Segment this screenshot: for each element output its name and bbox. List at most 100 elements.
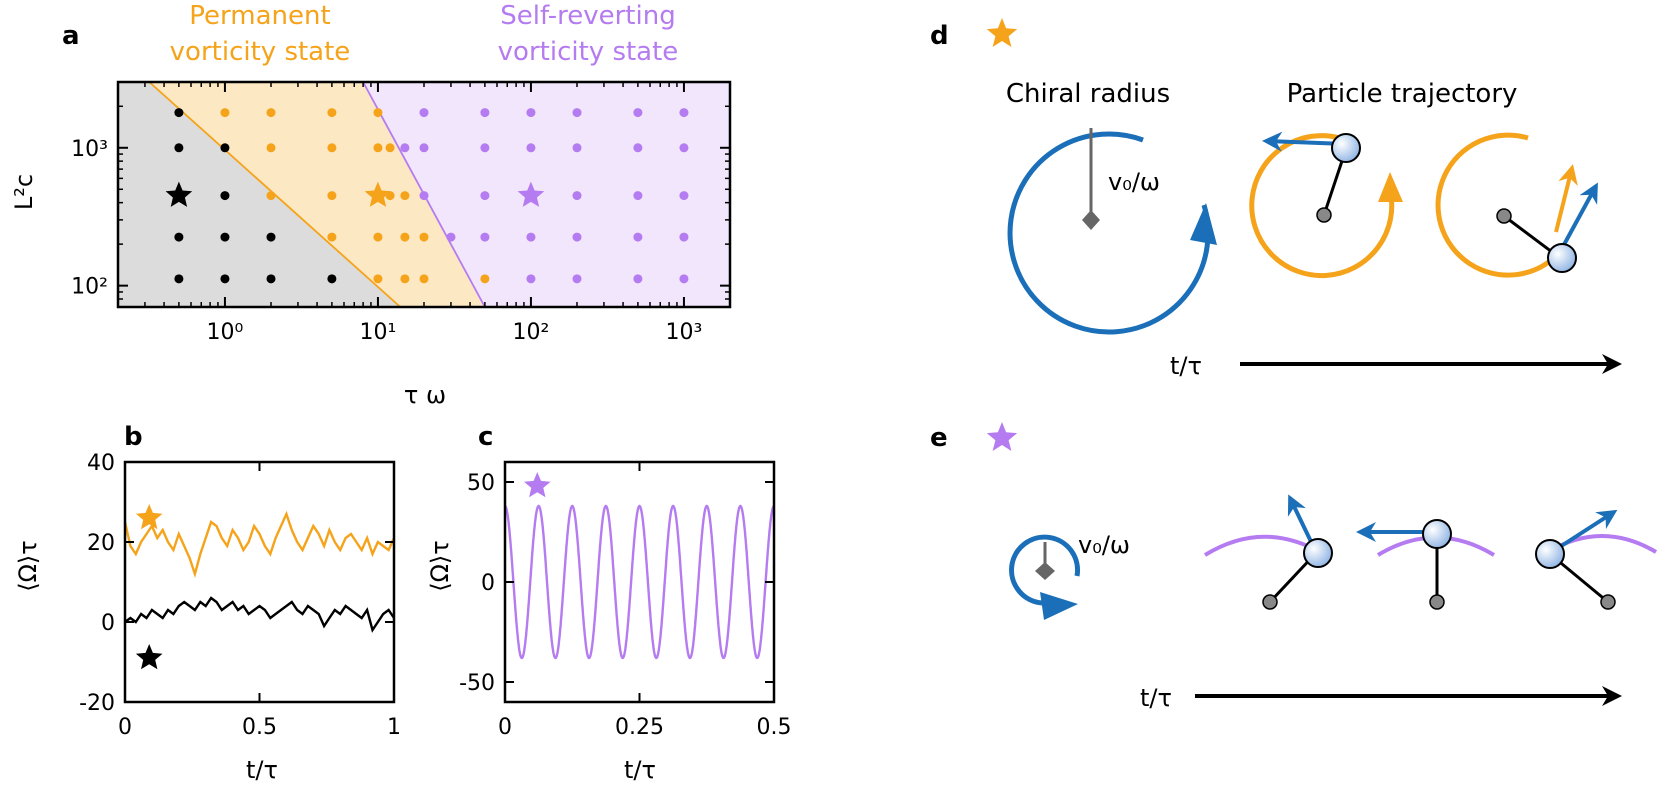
data-point-orange — [373, 274, 383, 284]
data-point-orange — [266, 191, 276, 201]
data-point-orange — [327, 191, 337, 201]
data-point-black — [174, 274, 184, 284]
radius-label-d: v₀/ω — [1108, 168, 1160, 196]
data-point-orange — [373, 232, 383, 242]
data-point-purple — [679, 232, 689, 242]
data-point-purple — [480, 143, 490, 153]
data-point-purple — [419, 143, 429, 153]
velocity-arrow-e-3 — [1550, 509, 1618, 554]
permanent-state-label-1: Permanent — [189, 1, 330, 31]
panel-b-x-tick-label: 0.5 — [242, 715, 277, 740]
data-point-purple — [633, 232, 643, 242]
selfrev-state-label-1: Self-reverting — [500, 1, 675, 31]
panel-c-x-tick-label: 0.25 — [615, 715, 664, 740]
panel-label-e: e — [930, 423, 948, 453]
data-point-black — [220, 143, 230, 153]
panel-b-star-black-icon — [135, 644, 163, 670]
anchor-e-1 — [1262, 594, 1278, 610]
data-point-purple — [572, 108, 582, 118]
data-point-purple — [480, 108, 490, 118]
data-point-purple — [633, 191, 643, 201]
y-tick-label: 10³ — [71, 137, 108, 162]
data-point-black — [220, 191, 230, 201]
panel-label-b: b — [124, 422, 143, 452]
particle-trajectory-label: Particle trajectory — [1287, 79, 1518, 109]
panel-c-ylabel: ⟨Ω⟩τ — [426, 540, 454, 592]
panel-b-y-tick-label: 20 — [87, 531, 115, 556]
data-point-purple — [572, 232, 582, 242]
time-label-d: t/τ — [1170, 352, 1202, 380]
x-tick-label: 10² — [513, 320, 550, 345]
data-point-orange — [419, 274, 429, 284]
data-point-orange — [327, 232, 337, 242]
panel-c-star-purple-icon — [524, 472, 551, 498]
data-point-black — [327, 274, 337, 284]
anchor-1 — [1316, 207, 1332, 223]
x-tick-label: 10¹ — [360, 320, 397, 345]
data-point-purple — [572, 191, 582, 201]
data-point-orange — [373, 143, 383, 153]
panel-c-x-tick-label: 0.5 — [757, 715, 792, 740]
data-point-black — [174, 143, 184, 153]
data-point-orange — [400, 274, 410, 284]
velocity-arrow-2 — [1558, 182, 1598, 253]
star-marker-orange-icon — [364, 181, 392, 207]
particle-e-3 — [1535, 539, 1565, 569]
data-point-orange — [266, 143, 276, 153]
x-tick-label: 10³ — [666, 320, 703, 345]
data-point-purple — [526, 232, 536, 242]
panel-b-xlabel: t/τ — [246, 756, 278, 784]
orange-star-icon — [986, 18, 1018, 47]
data-point-purple — [526, 108, 536, 118]
data-point-black — [220, 232, 230, 242]
anchor-e-2 — [1429, 594, 1445, 610]
panel-b-x-tick-label: 0 — [118, 715, 132, 740]
anchor-2 — [1496, 208, 1512, 224]
data-point-purple — [419, 108, 429, 118]
anchor-e-3 — [1600, 594, 1616, 610]
x-tick-label: 10⁰ — [207, 320, 244, 345]
chiral-radius-label: Chiral radius — [1006, 79, 1170, 109]
panel-c-series-purple — [504, 504, 775, 660]
panel-c-y-tick-label: -50 — [459, 671, 495, 696]
trajectory-arc-1 — [1249, 133, 1395, 279]
panel-c-xlabel: t/τ — [624, 756, 656, 784]
y-tick-label: 10² — [71, 275, 108, 300]
data-point-purple — [679, 143, 689, 153]
trajectory-arc-2 — [1435, 132, 1562, 278]
panel-b-series-black — [124, 596, 395, 633]
data-point-orange — [220, 108, 230, 118]
star-marker-black-icon — [165, 181, 193, 207]
data-point-purple — [526, 143, 536, 153]
data-point-purple — [572, 143, 582, 153]
trajectory-arc-1-arrow-icon — [1378, 172, 1403, 202]
data-point-black — [266, 232, 276, 242]
phase-diagram-plot: 10⁰ 10¹ 10² 10³ 10² 10³ — [71, 80, 732, 345]
data-point-black — [174, 232, 184, 242]
panel-b-x-tick-label: 1 — [387, 715, 401, 740]
chiral-circle — [1007, 131, 1211, 335]
data-point-orange — [327, 143, 337, 153]
data-point-purple — [480, 191, 490, 201]
panel-label-d: d — [930, 21, 949, 51]
panel-label-c: c — [478, 422, 493, 452]
data-point-purple — [480, 232, 490, 242]
data-point-black — [220, 274, 230, 284]
panel-b-y-tick-label: -20 — [79, 691, 115, 716]
data-point-purple — [446, 232, 456, 242]
orange-arrow-2 — [1554, 164, 1578, 233]
panel-a-xlabel: τ ω — [404, 381, 446, 409]
panel-b-ylabel: ⟨Ω⟩τ — [14, 540, 42, 592]
selfrev-state-label-2: vorticity state — [498, 37, 679, 67]
panel-b-series-orange — [123, 510, 396, 579]
small-chiral-arrow-icon — [1040, 592, 1078, 620]
region-black — [118, 82, 401, 307]
data-point-purple — [400, 143, 410, 153]
panel-label-a: a — [62, 21, 80, 51]
data-point-purple — [679, 191, 689, 201]
panel-c-x-tick-label: 0 — [498, 715, 512, 740]
panel-b-y-tick-label: 0 — [101, 611, 115, 636]
